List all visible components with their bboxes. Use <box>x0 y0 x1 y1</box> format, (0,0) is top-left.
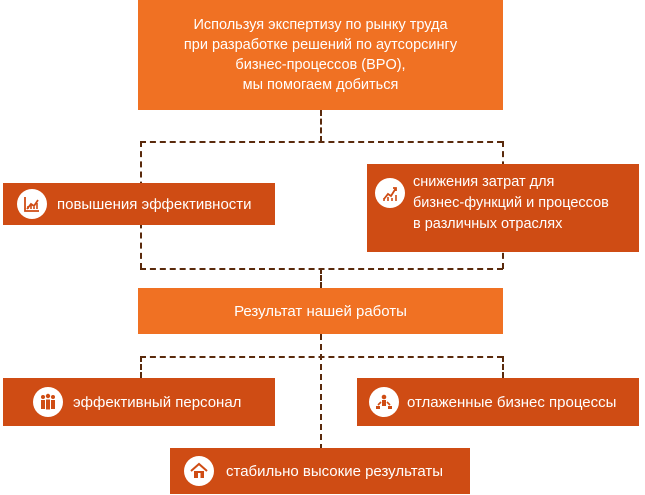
results-label: стабильно высокие результаты <box>226 462 444 480</box>
costs-line: снижения затрат для <box>413 174 555 190</box>
house-icon <box>184 456 214 486</box>
costs-line: бизнес-функций и процессов <box>413 195 609 211</box>
connector-result-down <box>320 334 322 450</box>
costs-line: в различных отраслях <box>413 216 563 232</box>
staff-box: эффективный персонал <box>3 378 275 426</box>
process-icon <box>369 387 399 417</box>
intro-line: Используя экспертизу по рынку труда <box>193 17 448 33</box>
processes-label: отлаженные бизнес процессы <box>407 393 617 411</box>
staff-label: эффективный персонал <box>73 393 242 411</box>
connector-bottom-left <box>140 356 142 378</box>
intro-line: бизнес-процессов (BPO), <box>235 57 406 73</box>
processes-box: отлаженные бизнес процессы <box>357 378 639 426</box>
costs-box: снижения затрат для бизнес-функций и про… <box>367 164 639 252</box>
connector-result-vertical <box>320 268 322 288</box>
efficiency-box: повышения эффективности <box>3 183 275 225</box>
people-icon <box>33 387 63 417</box>
connector-bottom-horizontal <box>140 356 503 358</box>
connector-bottom-right <box>502 356 504 378</box>
connector-top-vertical <box>320 110 322 142</box>
intro-line: при разработке решений по аутсорсингу <box>183 37 458 53</box>
result-label: Результат нашей работы <box>234 302 407 320</box>
intro-box: Используя экспертизу по рынку труда при … <box>138 0 503 110</box>
result-box: Результат нашей работы <box>138 288 503 334</box>
connector-top-horizontal <box>140 141 503 143</box>
chart-icon <box>17 189 47 219</box>
growth-chart-icon <box>375 178 405 208</box>
efficiency-label: повышения эффективности <box>57 195 252 213</box>
results-box: стабильно высокие результаты <box>170 448 470 494</box>
intro-line: мы помогаем добиться <box>242 77 399 93</box>
